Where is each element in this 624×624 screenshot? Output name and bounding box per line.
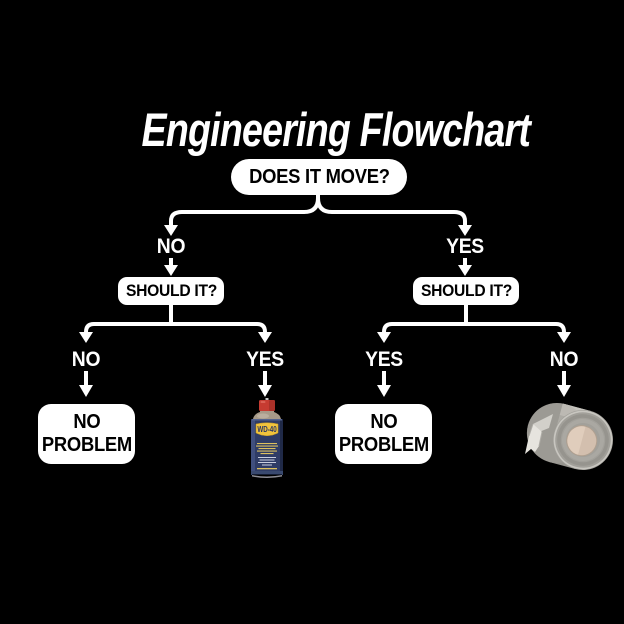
page-title: Engineering Flowchart [48,103,624,157]
tape-core-rim [566,425,598,457]
branch-label-left-no-text: NO [71,348,101,371]
arrowhead-left-no [79,332,93,343]
branch-label-left-no: NO [71,349,102,371]
wd40-body-top-edge [252,419,282,421]
tape-peeled-flap [525,414,553,454]
wd40-bottom-text-line [257,468,277,470]
wd40-can-icon: WD-40 [251,398,283,478]
edge-root-to-yes [316,195,467,225]
branch-label-no-text: NO [156,235,186,258]
tape-outer-rim-highlight [553,410,613,470]
tape-ring-dark [557,414,609,466]
arrowhead-tape [557,385,571,397]
node-no-problem-right: NO PROBLEM [335,404,432,464]
node-should-it-left-label: SHOULD IT? [125,281,217,300]
node-should-it-left: SHOULD IT? [118,277,224,305]
node-no-problem-left-label: NO PROBLEM [41,411,132,456]
branch-label-yes: YES [444,236,485,258]
branch-label-no: NO [156,236,187,258]
tape-roll [526,403,613,470]
edge-root-to-no [169,195,320,225]
wd40-body-shade [280,419,283,475]
wd40-cap-gloss [260,401,266,403]
arrowhead-right-question [458,265,472,276]
edge-left-question-bar [84,322,267,333]
wd40-cap-shade [269,400,275,411]
wd40-shoulder-highlight [257,413,269,419]
branch-label-right-no: NO [549,349,580,371]
arrowhead-left-result [79,385,93,397]
tape-ring-light [562,419,604,461]
wd40-small-text-lines-yellow [256,443,278,455]
duct-tape-icon [525,403,613,470]
branch-label-yes-text: YES [446,235,484,258]
branch-label-left-yes-text: YES [246,348,284,371]
arrowhead-right-result [377,385,391,397]
arrowhead-yes [458,225,472,236]
node-does-it-move-label: DOES IT MOVE? [248,165,390,188]
edge-strokes [84,195,566,386]
branch-label-right-yes: YES [363,349,404,371]
wd40-bottom-band [251,471,283,475]
tape-core-shade [577,426,597,456]
page-title-text: Engineering Flowchart [141,103,531,156]
wd40-small-text-lines-light [258,457,276,466]
arrowhead-left-yes [258,332,272,343]
arrowhead-right-yes [377,332,391,343]
branch-label-right-yes-text: YES [365,348,403,371]
wd40-body-highlight [251,419,255,475]
node-should-it-right: SHOULD IT? [413,277,519,305]
tape-flap-creases [528,423,543,447]
wd40-base-rim [252,475,282,478]
branch-label-right-no-text: NO [549,348,579,371]
node-should-it-right-label: SHOULD IT? [420,281,512,300]
node-no-problem-left: NO PROBLEM [38,404,135,464]
arrowhead-wd40 [258,385,272,397]
arrowhead-right-no [557,332,571,343]
tape-flap-fold [525,424,542,454]
node-does-it-move: DOES IT MOVE? [231,159,407,195]
node-no-problem-right-label: NO PROBLEM [338,411,429,456]
wd40-shield-logo [255,422,279,436]
arrowheads [79,225,571,397]
edge-right-question-bar [382,322,566,333]
arrowhead-left-question [164,265,178,276]
wd40-brand-text: WD-40 [257,425,276,434]
wd40-nozzle [265,398,269,401]
branch-label-left-yes: YES [244,349,285,371]
wd40-bottom-seam [252,474,282,475]
arrowhead-no [164,225,178,236]
